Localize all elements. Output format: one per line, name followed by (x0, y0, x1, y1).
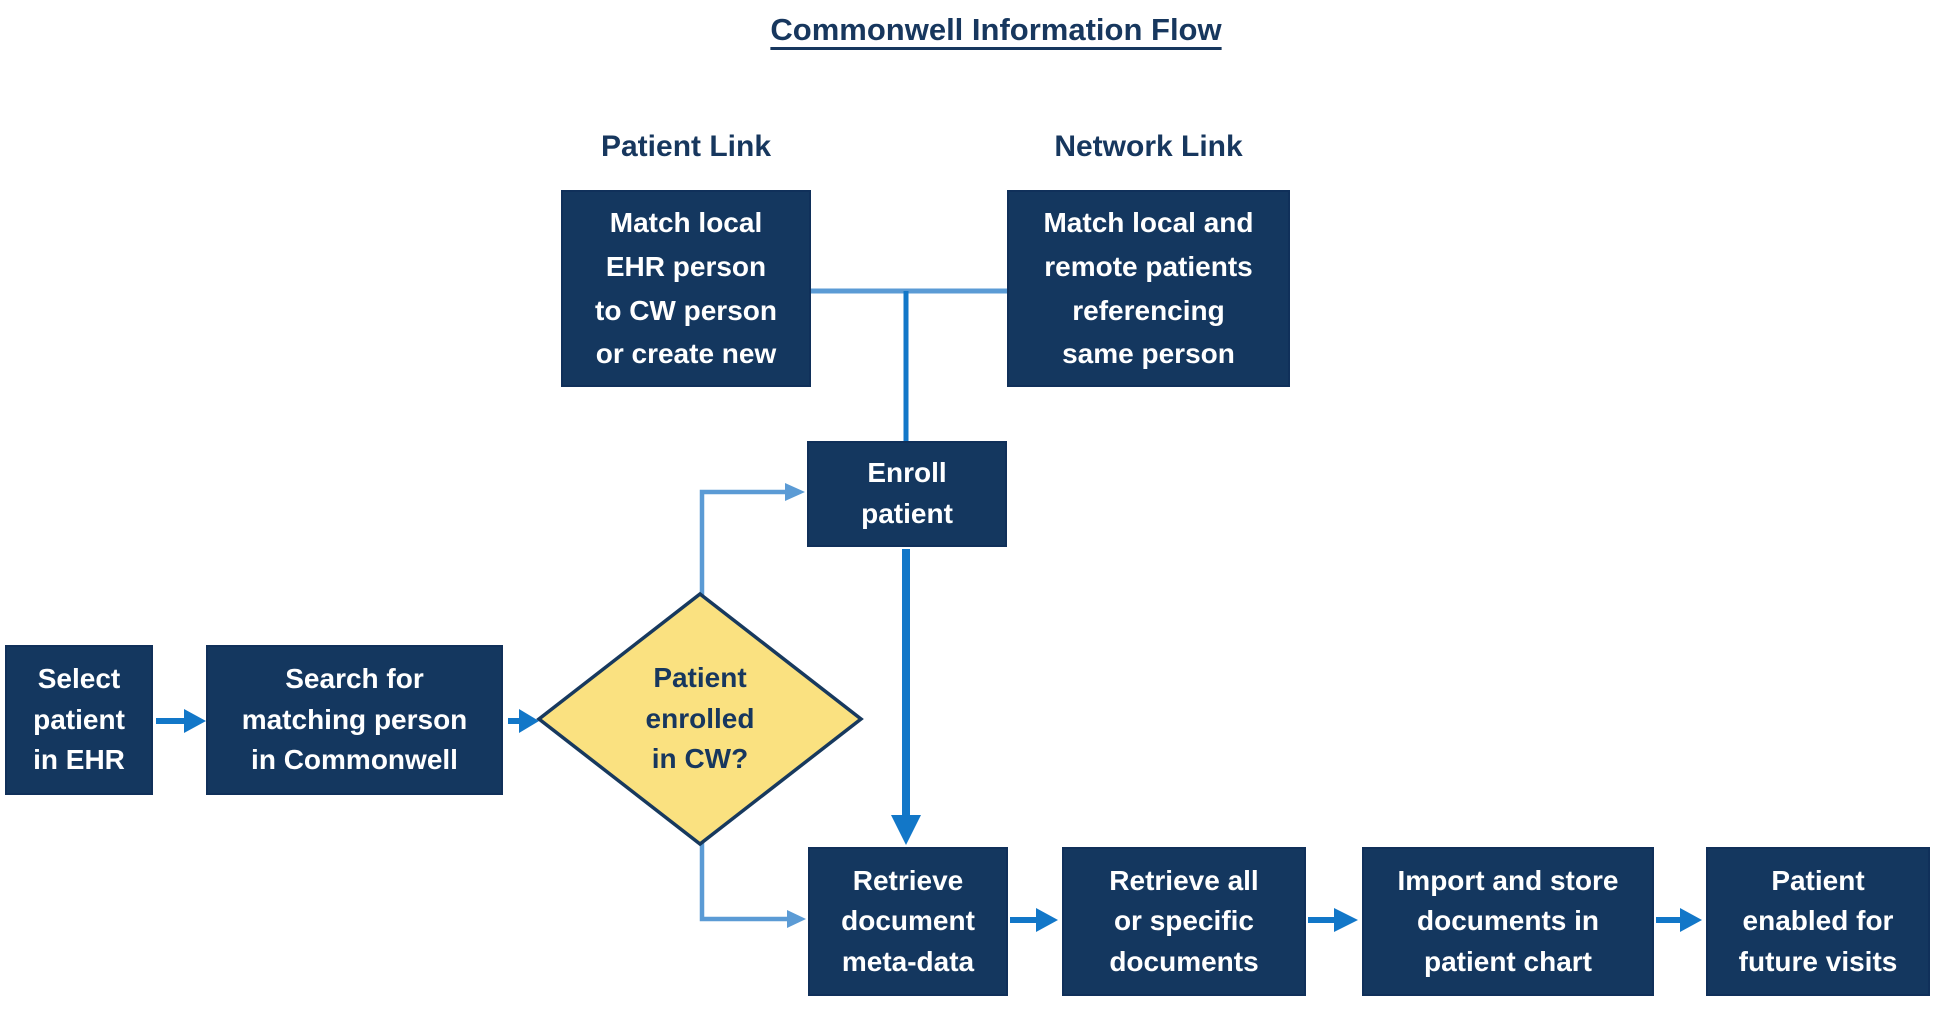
arrowhead-decision-yes-to-enroll (785, 483, 805, 501)
node-select-patient-label: Select patient in EHR (33, 663, 125, 776)
node-import-store: Import and store documents in patient ch… (1362, 847, 1654, 996)
node-retrieve-documents-label: Retrieve all or specific documents (1109, 864, 1259, 977)
node-enroll-patient-label: Enroll patient (861, 457, 953, 529)
node-enroll-patient: Enroll patient (807, 441, 1007, 547)
diagram-title: Commonwell Information Flow (770, 12, 1222, 47)
node-patient-enabled-label: Patient enabled for future visits (1738, 864, 1898, 977)
node-patient-enabled: Patient enabled for future visits (1706, 847, 1930, 996)
node-search-matching-label: Search for matching person in Commonwell (241, 663, 468, 776)
arrowhead-import-to-enabled (1680, 908, 1702, 932)
label-patient-link: Patient Link (600, 130, 772, 163)
node-match-local-ehr-label: Match local EHR person to CW person or c… (595, 207, 777, 370)
node-match-remote-label: Match local and remote patients referenc… (1043, 207, 1254, 370)
node-retrieve-metadata: Retrieve document meta-data (808, 847, 1008, 996)
elbow-decision-no-to-retrieve (699, 840, 788, 922)
node-import-store-label: Import and store documents in patient ch… (1397, 864, 1619, 977)
decision-patient-enrolled: Patient enrolled in CW? (645, 662, 755, 775)
arrowhead-select-to-search (184, 709, 206, 733)
label-network-link: Network Link (1054, 130, 1243, 163)
node-retrieve-documents: Retrieve all or specific documents (1062, 847, 1306, 996)
node-match-remote: Match local and remote patients referenc… (1007, 190, 1290, 387)
node-match-local-ehr: Match local EHR person to CW person or c… (561, 190, 811, 387)
arrowhead-metadata-to-documents (1036, 908, 1058, 932)
node-search-matching: Search for matching person in Commonwell (206, 645, 503, 795)
arrowhead-enroll-to-retrieve (891, 815, 921, 845)
elbow-decision-yes-to-enroll (699, 489, 786, 600)
arrowhead-documents-to-import (1334, 908, 1358, 932)
arrowhead-search-to-decision (519, 709, 539, 733)
arrowhead-decision-no-to-retrieve (787, 910, 806, 928)
node-retrieve-metadata-label: Retrieve document meta-data (841, 864, 975, 977)
node-select-patient: Select patient in EHR (5, 645, 153, 795)
decision-diamond-shape (536, 591, 864, 847)
